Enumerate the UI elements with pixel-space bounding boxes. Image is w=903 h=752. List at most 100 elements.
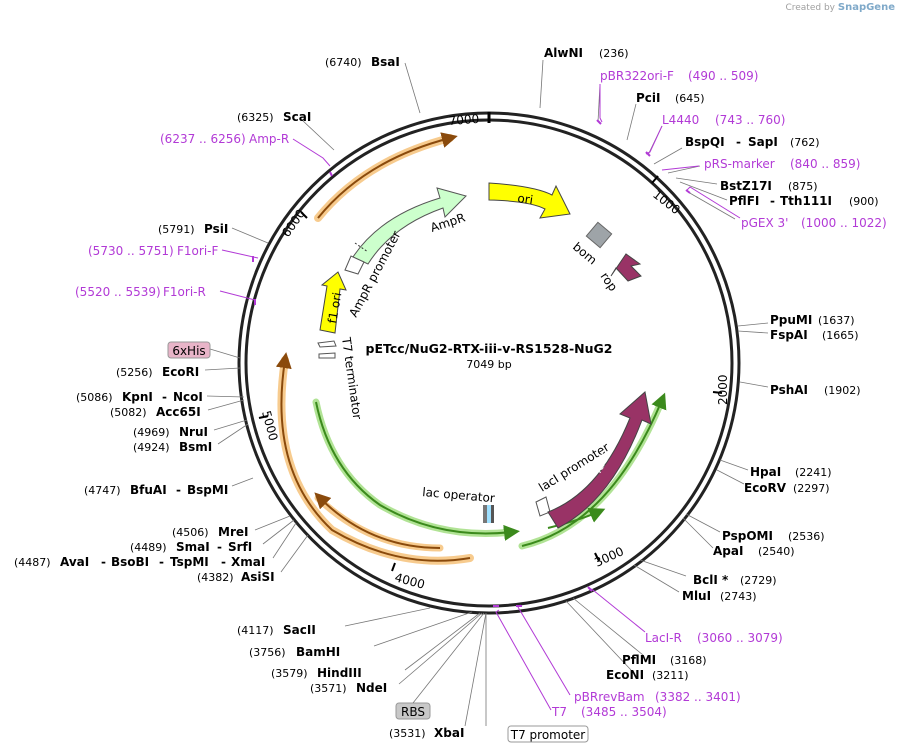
primer-pbr322ori-f[interactable]: pBR322ori-F (490 .. 509) [600, 69, 758, 83]
enzyme-kpni-ncoi[interactable]: (5086) KpnI - NcoI [76, 390, 203, 404]
snapgene-credit: Created by SnapGene [785, 2, 895, 13]
svg-text:HindIII: HindIII [317, 666, 362, 680]
primer-f1ori-f[interactable]: (5730 .. 5751) F1ori-F [88, 244, 218, 258]
enzyme-sacii[interactable]: (4117) SacII [237, 623, 316, 637]
box-t7-promoter[interactable]: T7 promoter [507, 725, 589, 743]
enzyme-ndei[interactable]: (3571) NdeI [310, 681, 387, 695]
enzyme-mrei[interactable]: (4506) MreI [172, 525, 248, 539]
feature-ampr[interactable]: AmpR [352, 187, 467, 265]
enzyme-ppumi[interactable]: PpuMI (1637) [770, 313, 855, 327]
enzyme-nrui[interactable]: (4969) NruI [133, 425, 208, 439]
primer-t7[interactable]: T7 (3485 .. 3504) [551, 705, 667, 719]
ruler-tick-5000 [258, 415, 269, 419]
enzyme-pspomi[interactable]: PspOMI (2536) [722, 529, 825, 543]
feature-ori[interactable]: ori [488, 182, 571, 219]
enzyme-bstz17i[interactable]: BstZ17I (875) [720, 179, 818, 193]
svg-text:PflMI: PflMI [622, 653, 656, 667]
orange-arc-inner [314, 492, 444, 552]
feature-label-rop: rop [598, 270, 621, 294]
feature-rop[interactable]: rop [598, 253, 642, 294]
feature-bom[interactable]: bom [570, 221, 613, 267]
enzyme-xbai[interactable]: (3531) XbaI [389, 726, 464, 740]
ruler-tick-1000 [651, 175, 659, 184]
enzyme-mlui[interactable]: MluI (2743) [682, 589, 757, 603]
ruler-tick-2000 [712, 391, 723, 394]
enzyme-pflmi[interactable]: PflMI (3168) [622, 653, 707, 667]
svg-text:TspMI: TspMI [170, 555, 209, 569]
feature-t7-terminator[interactable]: T7 terminator [317, 335, 364, 420]
enzyme-bsmi[interactable]: (4924) BsmI [133, 440, 212, 454]
svg-text:BsaI: BsaI [371, 55, 400, 69]
primer-l4440[interactable]: L4440 (743 .. 760) [662, 113, 785, 127]
svg-text:(490 .. 509): (490 .. 509) [688, 69, 758, 83]
enzyme-econi[interactable]: EcoNI (3211) [606, 668, 689, 682]
snapgene-logo: SnapGene [837, 2, 895, 13]
box-rbs[interactable]: RBS [395, 702, 431, 720]
svg-text:BspMI: BspMI [187, 483, 228, 497]
feature-f1-ori[interactable]: f1 ori [319, 271, 347, 334]
enzyme-fspai[interactable]: FspAI (1665) [770, 328, 859, 342]
feature-label-ori: ori [517, 191, 534, 207]
green-arc-inner [312, 398, 520, 541]
feature-laci[interactable]: lacI [547, 391, 652, 529]
primer-prs-marker[interactable]: pRS-marker (840 .. 859) [704, 157, 860, 171]
enzyme-pcii[interactable]: PciI (645) [636, 91, 705, 105]
primer-pgex-3[interactable]: pGEX 3' (1000 .. 1022) [741, 216, 887, 230]
svg-text:(3485 .. 3504): (3485 .. 3504) [581, 705, 667, 719]
enzyme-smai-srfi[interactable]: (4489) SmaI - SrfI [130, 540, 252, 554]
primer-f1ori-r[interactable]: (5520 .. 5539) F1ori-R [75, 285, 206, 299]
svg-text:(1665): (1665) [822, 329, 859, 342]
enzyme-bsai[interactable]: (6740) BsaI [325, 55, 400, 69]
enzyme-bfuai-bspmi[interactable]: (4747) BfuAI - BspMI [84, 483, 228, 497]
svg-text:(3168): (3168) [670, 654, 707, 667]
svg-text:(3756): (3756) [249, 646, 286, 659]
svg-text:AsiSI: AsiSI [241, 570, 275, 584]
enzyme-hpai[interactable]: HpaI (2241) [750, 465, 832, 479]
plasmid-size: 7049 bp [466, 358, 511, 371]
enzyme-psii[interactable]: (5791) PsiI [158, 222, 228, 236]
svg-text:Amp-R: Amp-R [249, 132, 289, 146]
svg-text:ApaI: ApaI [713, 544, 743, 558]
svg-text:(4924): (4924) [133, 441, 170, 454]
svg-text:BfuAI: BfuAI [130, 483, 167, 497]
svg-text:(5082): (5082) [110, 406, 147, 419]
enzyme-ecorv[interactable]: EcoRV (2297) [744, 481, 830, 495]
svg-text:(900): (900) [849, 195, 879, 208]
primer-laci-r[interactable]: LacI-R (3060 .. 3079) [645, 631, 783, 645]
primer-amp-r[interactable]: (6237 .. 6256) Amp-R [160, 132, 289, 146]
enzyme-bspqi-sapi[interactable]: BspQI - SapI (762) [685, 135, 820, 149]
enzyme-alwni[interactable]: AlwNI (236) [544, 46, 629, 60]
enzyme-acc65i[interactable]: (5082) Acc65I [110, 405, 201, 419]
enzyme-pshai[interactable]: PshAI (1902) [770, 383, 861, 397]
svg-text:(3531): (3531) [389, 727, 426, 740]
svg-text:-: - [770, 194, 775, 208]
enzyme-bamhi[interactable]: (3756) BamHI [249, 645, 340, 659]
enzyme-hindiii[interactable]: (3579) HindIII [271, 666, 362, 680]
primer-pbrrevbam[interactable]: pBRrevBam (3382 .. 3401) [574, 690, 741, 704]
enzyme-ecori[interactable]: (5256) EcoRI [116, 365, 199, 379]
svg-text:NdeI: NdeI [356, 681, 387, 695]
svg-text:-: - [162, 390, 167, 404]
svg-text:(5730 .. 5751): (5730 .. 5751) [88, 244, 174, 258]
enzyme-avai-group[interactable]: (4487) AvaI - BsoBI - TspMI - XmaI [14, 555, 265, 569]
svg-text:Tth111I: Tth111I [780, 194, 832, 208]
svg-text:XbaI: XbaI [434, 726, 464, 740]
enzyme-asisi[interactable]: (4382) AsiSI [197, 570, 275, 584]
svg-text:PflFI: PflFI [729, 194, 759, 208]
svg-text:F1ori-R: F1ori-R [163, 285, 206, 299]
svg-text:-: - [217, 540, 222, 554]
svg-text:PshAI: PshAI [770, 383, 808, 397]
svg-text:(6325): (6325) [237, 111, 274, 124]
svg-text:pBR322ori-F: pBR322ori-F [600, 69, 674, 83]
green-arc-right [518, 392, 667, 550]
enzyme-scai[interactable]: (6325) ScaI [237, 110, 311, 124]
enzyme-pflfi-tth111i[interactable]: PflFI - Tth111I (900) [729, 194, 879, 208]
svg-text:(762): (762) [790, 136, 820, 149]
svg-text:LacI-R: LacI-R [645, 631, 682, 645]
enzyme-bcli[interactable]: BclI * (2729) [693, 573, 777, 587]
enzyme-apai[interactable]: ApaI (2540) [713, 544, 795, 558]
box-6xhis[interactable]: 6xHis [167, 341, 211, 359]
svg-text:(2536): (2536) [788, 530, 825, 543]
feature-lac-operator[interactable]: lac operator [422, 485, 496, 523]
svg-text:(4747): (4747) [84, 484, 121, 497]
